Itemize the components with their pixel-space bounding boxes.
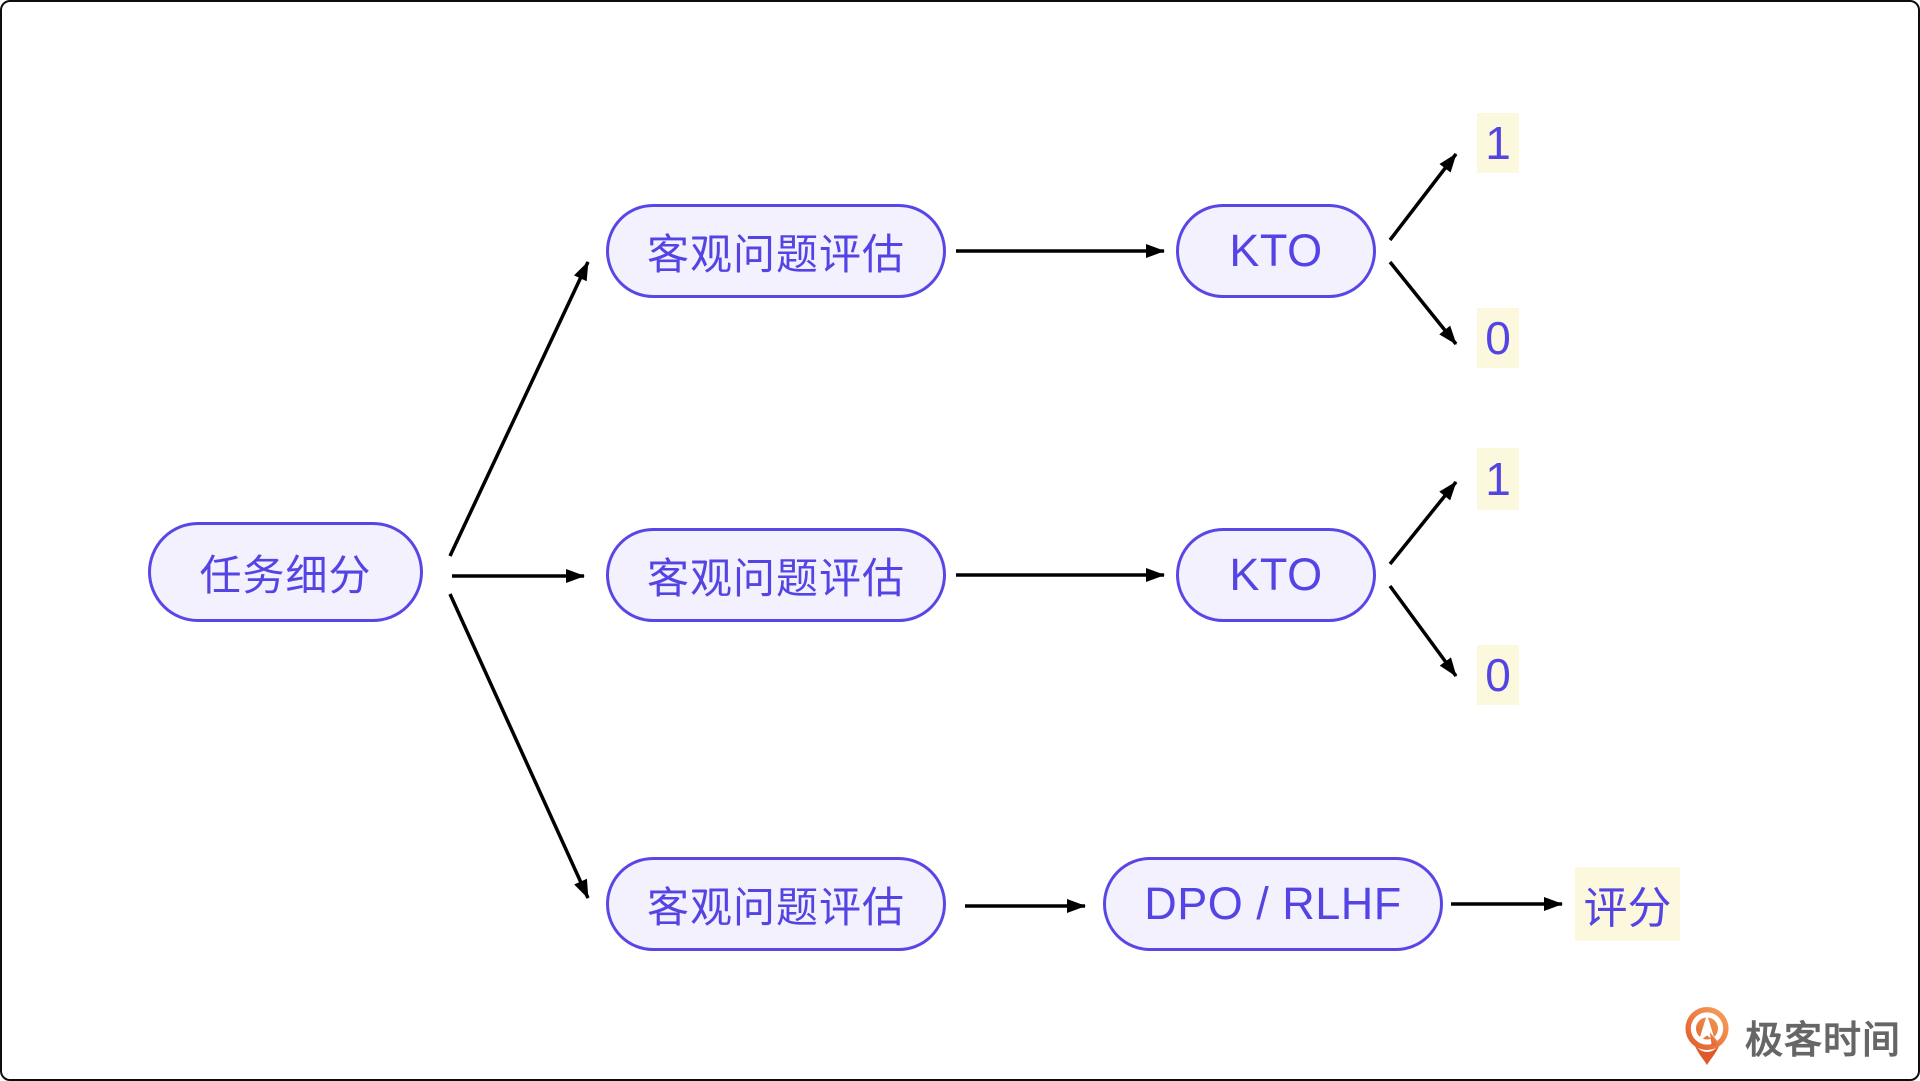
geektime-pin-icon xyxy=(1685,1006,1729,1066)
output-label-score: 评分 xyxy=(1575,867,1680,941)
output-label-0: 0 xyxy=(1477,308,1519,368)
node-task-breakdown: 任务细分 xyxy=(148,522,423,622)
arrow-kto1-to-1 xyxy=(1388,480,1458,566)
arrow-root-to-branch-0 xyxy=(448,261,590,557)
output-label-1: 1 xyxy=(1477,113,1519,173)
arrow-root-to-branch-2 xyxy=(448,593,590,899)
geektime-logo: 极客时间 xyxy=(1682,1006,1901,1066)
output-label-0: 0 xyxy=(1477,645,1519,705)
arrow-kto0-to-0 xyxy=(1388,260,1458,346)
node-kto-1: KTO xyxy=(1176,528,1376,622)
geektime-logo-text: 极客时间 xyxy=(1745,1019,1902,1062)
node-objective-eval-0: 客观问题评估 xyxy=(606,204,946,298)
arrow-kto0-to-1 xyxy=(1388,152,1458,242)
node-dpo-rlhf: DPO / RLHF xyxy=(1103,857,1443,951)
node-kto-0: KTO xyxy=(1176,204,1376,298)
node-objective-eval-2: 客观问题评估 xyxy=(606,857,946,951)
arrow-kto1-to-0 xyxy=(1388,584,1458,678)
node-objective-eval-1: 客观问题评估 xyxy=(606,528,946,622)
output-label-1: 1 xyxy=(1477,448,1519,510)
